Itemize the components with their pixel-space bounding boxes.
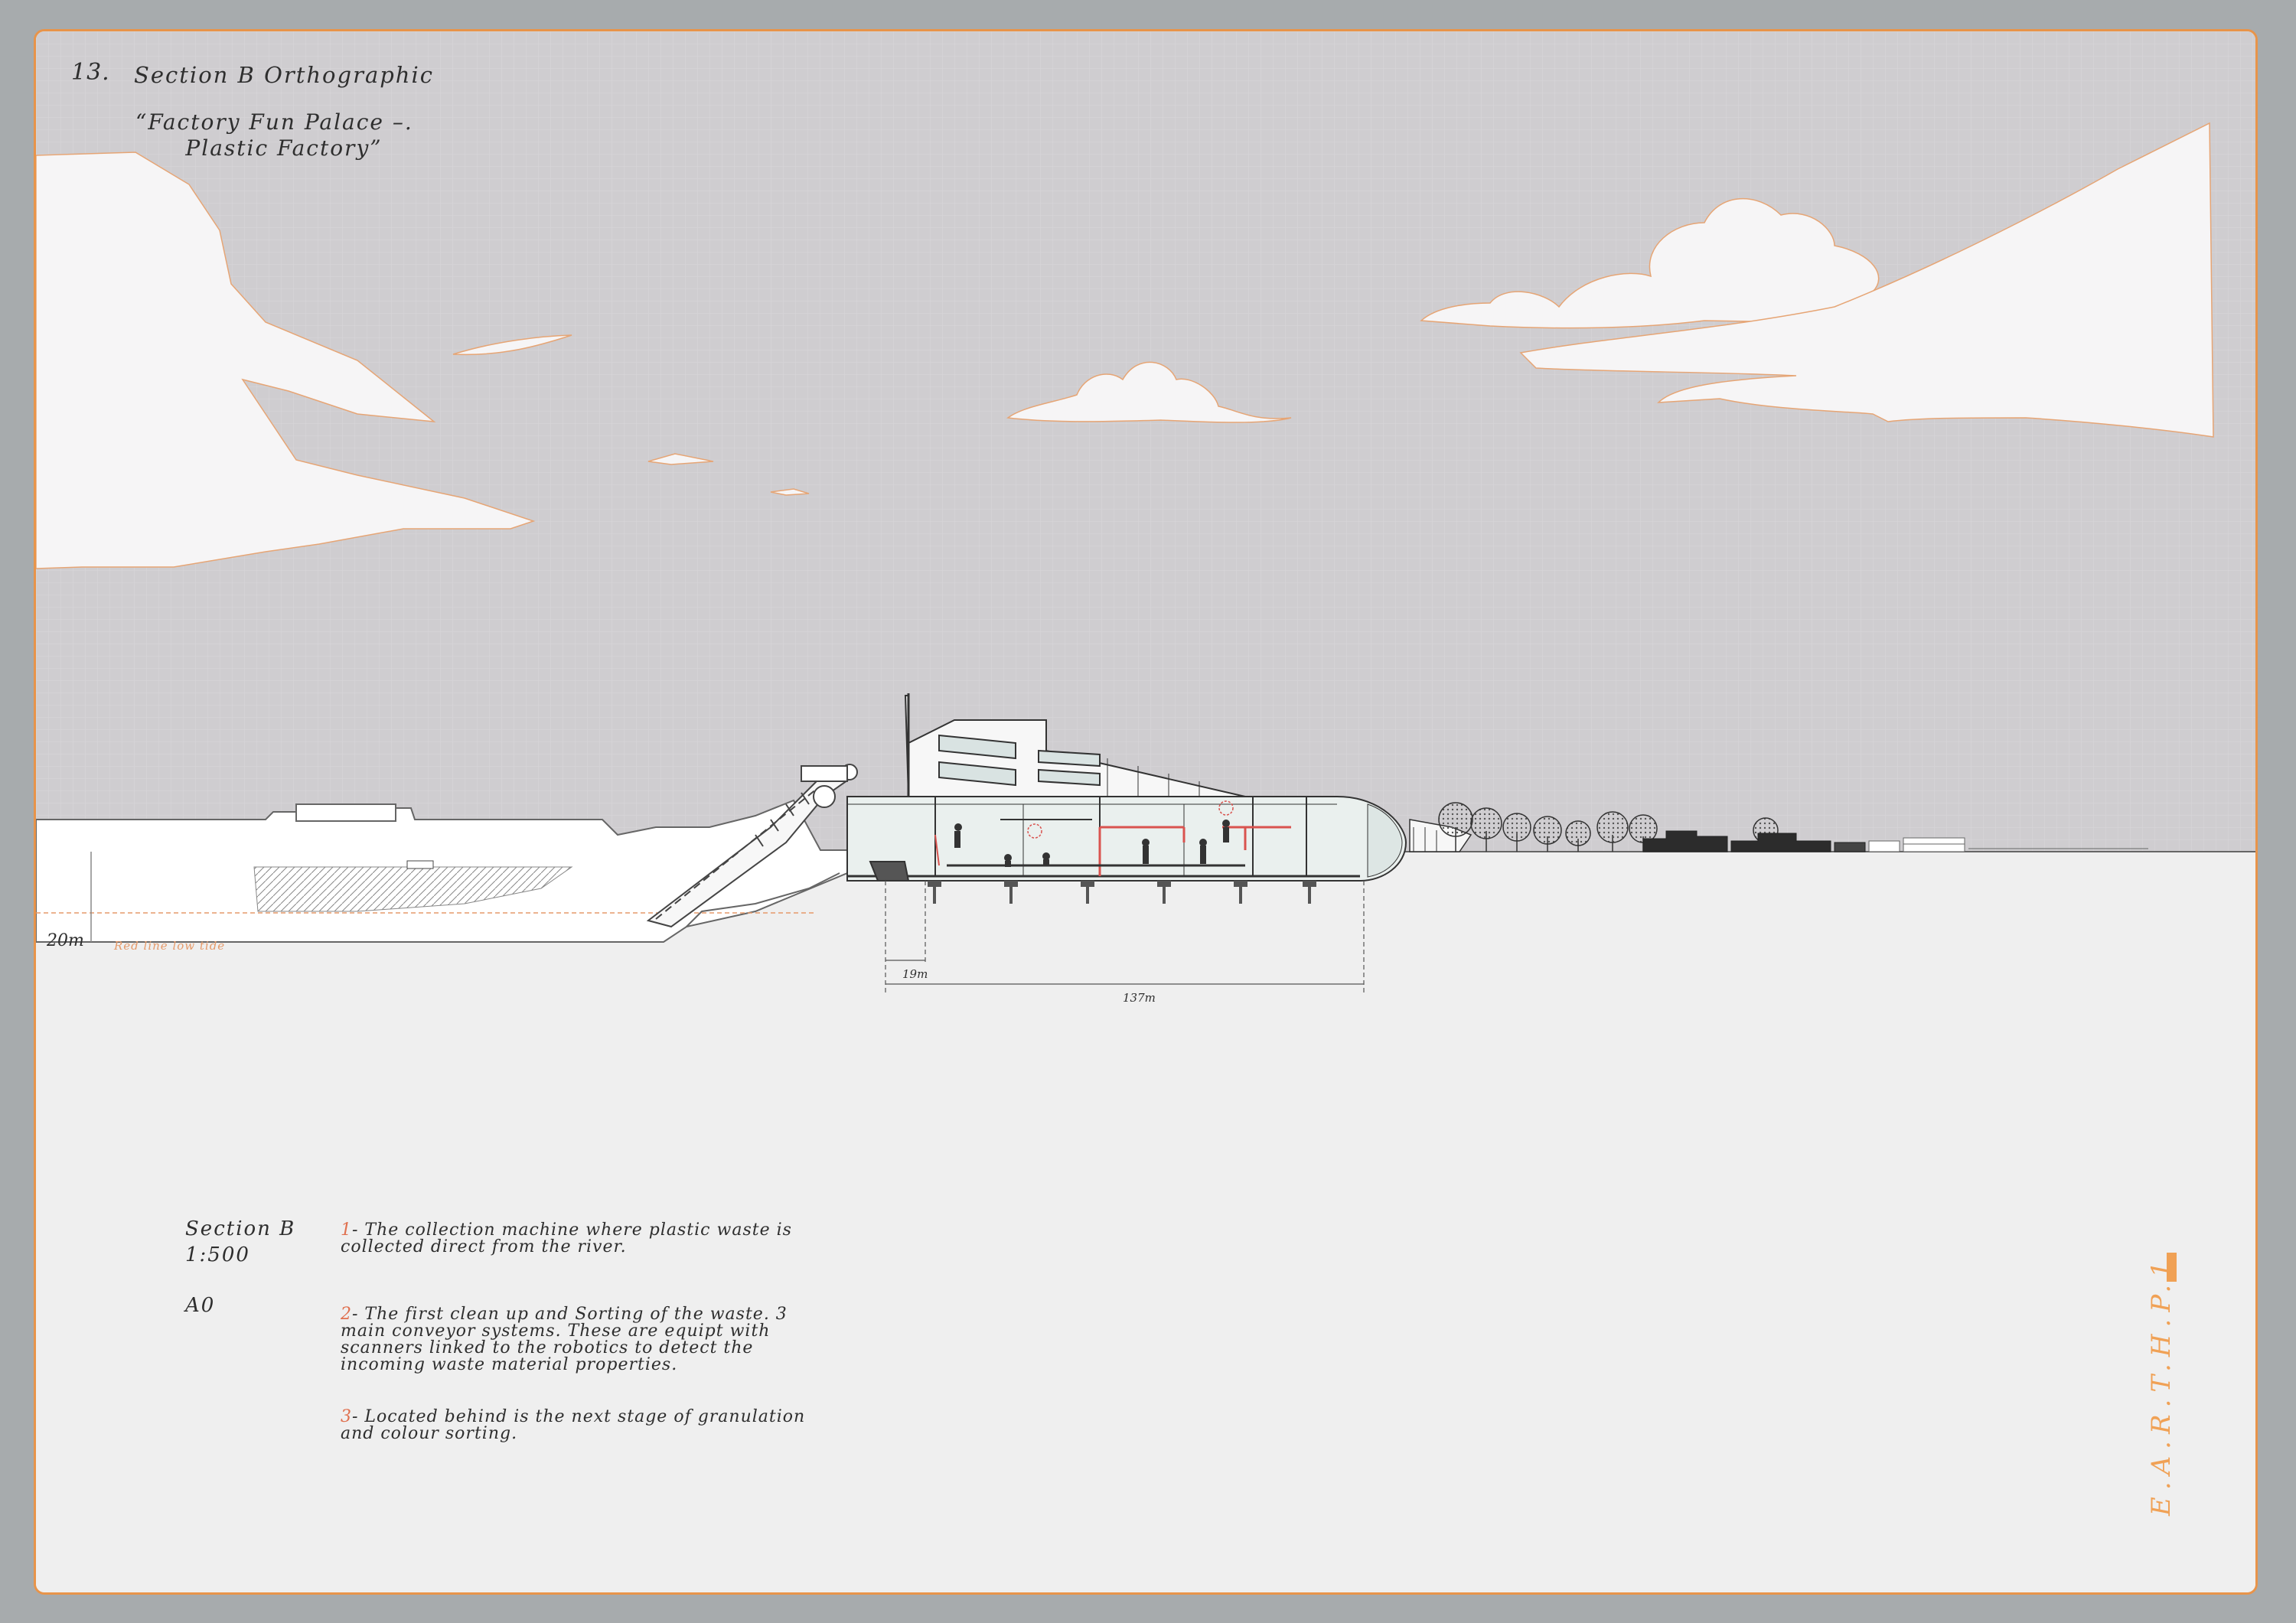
note-text: - The collection machine where plastic w…: [341, 1221, 792, 1256]
note-text: - The first clean up and Sorting of the …: [341, 1305, 788, 1374]
section-label: Section B: [185, 1217, 296, 1240]
collection-net: [253, 860, 573, 912]
red-pipes: [1098, 826, 1291, 876]
scale-label: 1:500: [185, 1243, 250, 1266]
marker-circle-2: [1218, 800, 1234, 816]
sheet-number: 13.: [71, 59, 110, 86]
span-small-dimension: 19m: [902, 967, 928, 981]
cloud-wisp-2: [647, 453, 714, 465]
sky-grid: [36, 31, 2255, 852]
ground: [36, 852, 2255, 1592]
tree: [1533, 816, 1562, 852]
cloud-wisp-1: [452, 334, 572, 356]
tree: [1502, 813, 1531, 852]
dimension-lines: [885, 881, 1365, 996]
cloud-right-sweep: [1519, 122, 2214, 438]
distant-buildings: [1642, 830, 1866, 852]
span-total-dimension: 137m: [1123, 991, 1156, 1005]
sheet-subtitle: “Factory Fun Palace –. Plastic Factory”: [135, 109, 413, 161]
note-item: 1- The collection machine where plastic …: [341, 1222, 815, 1256]
note-item: 3- Located behind is the next stage of g…: [341, 1409, 815, 1442]
drawing-sheet: 13. Section B Orthographic “Factory Fun …: [34, 29, 2258, 1595]
collection-conveyor: [646, 764, 858, 928]
tree: [1596, 811, 1629, 852]
brand-mark: E.A.R.T.H.P.1: [2146, 1254, 2177, 1516]
note-item: 2- The first clean up and Sorting of the…: [341, 1306, 815, 1374]
note-number: 2: [341, 1305, 352, 1324]
tree: [1565, 820, 1591, 852]
sheet-title: Section B Orthographic: [134, 62, 434, 88]
paper-size-label: A0: [185, 1294, 216, 1317]
tide-label: Red line low tide: [114, 939, 226, 953]
marker-circle-1: [1027, 823, 1042, 839]
cloud-center: [1006, 361, 1292, 423]
main-hall: [846, 796, 1407, 882]
depth-dimension: 20m: [47, 931, 84, 950]
note-number: 1: [341, 1221, 352, 1240]
section-drawing: [36, 31, 2255, 1592]
note-text: - Located behind is the next stage of gr…: [341, 1407, 806, 1443]
cloud-wisp-3: [770, 488, 810, 496]
brand-bar: [2167, 1253, 2177, 1282]
clouds: [36, 122, 2214, 569]
note-number: 3: [341, 1407, 352, 1426]
robot-figures: [954, 820, 1230, 867]
tree: [1470, 807, 1502, 852]
factory-section: [846, 693, 1473, 904]
cloud-left-large: [36, 152, 536, 569]
piers: [928, 881, 1316, 904]
distant-sheds: [1868, 837, 2148, 852]
